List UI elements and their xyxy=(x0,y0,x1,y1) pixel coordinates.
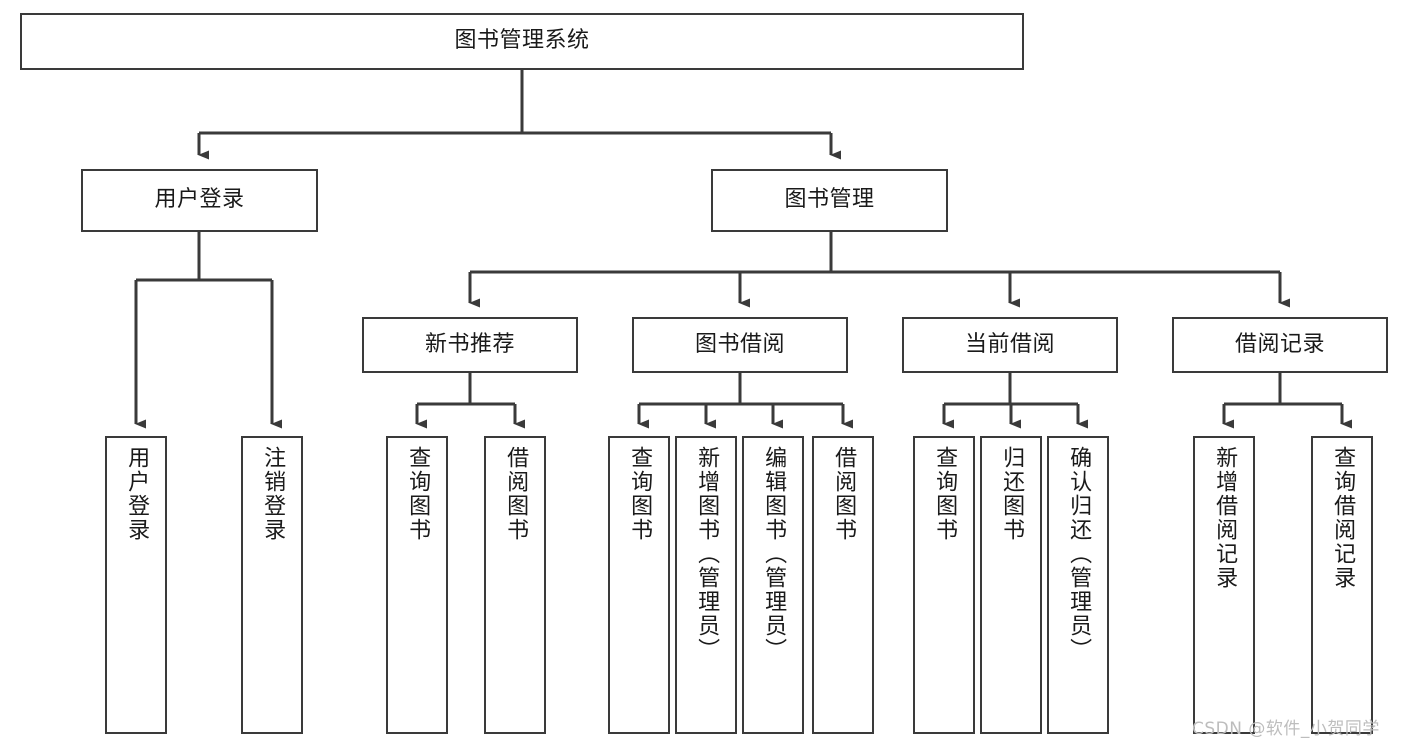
node-current-borrow[interactable]: 当前借阅 xyxy=(902,317,1118,373)
node-label: 查询图书 xyxy=(627,446,653,542)
node-leaf-query-book-1[interactable]: 查询图书 xyxy=(386,436,448,734)
node-label: 查询图书 xyxy=(932,446,958,542)
node-label: 新增借阅记录 xyxy=(1212,446,1238,590)
node-label: 新增图书（管理员） xyxy=(694,446,720,662)
node-leaf-add-book-admin[interactable]: 新增图书（管理员） xyxy=(675,436,737,734)
node-leaf-borrow-book-2[interactable]: 借阅图书 xyxy=(812,436,874,734)
node-leaf-query-book-3[interactable]: 查询图书 xyxy=(913,436,975,734)
node-leaf-return-book[interactable]: 归还图书 xyxy=(980,436,1042,734)
node-label: 编辑图书（管理员） xyxy=(761,446,787,662)
node-label: 新书推荐 xyxy=(424,331,515,357)
node-leaf-logout-login[interactable]: 注销登录 xyxy=(241,436,303,734)
node-borrow-record[interactable]: 借阅记录 xyxy=(1172,317,1388,373)
node-label: 确认归还（管理员） xyxy=(1066,446,1092,662)
node-label: 图书管理系统 xyxy=(454,28,590,54)
node-label: 查询借阅记录 xyxy=(1330,446,1356,590)
node-label: 注销登录 xyxy=(260,446,286,542)
node-leaf-user-login[interactable]: 用户登录 xyxy=(105,436,167,734)
node-leaf-add-borrow-record[interactable]: 新增借阅记录 xyxy=(1193,436,1255,734)
node-book-borrow[interactable]: 图书借阅 xyxy=(632,317,848,373)
node-label: 图书借阅 xyxy=(694,331,785,357)
node-leaf-borrow-book-1[interactable]: 借阅图书 xyxy=(484,436,546,734)
node-label: 借阅记录 xyxy=(1234,331,1325,357)
csdn-watermark: CSDN @软件_小贺同学 xyxy=(1192,719,1380,739)
node-user-login[interactable]: 用户登录 xyxy=(81,169,318,232)
node-label: 当前借阅 xyxy=(964,331,1055,357)
node-label: 查询图书 xyxy=(405,446,431,542)
node-label: 图书管理 xyxy=(784,187,875,213)
node-label: 借阅图书 xyxy=(503,446,529,542)
node-book-management[interactable]: 图书管理 xyxy=(711,169,948,232)
node-label: 用户登录 xyxy=(154,187,245,213)
node-leaf-edit-book-admin[interactable]: 编辑图书（管理员） xyxy=(742,436,804,734)
node-new-book-recommend[interactable]: 新书推荐 xyxy=(362,317,578,373)
node-leaf-confirm-return-admin[interactable]: 确认归还（管理员） xyxy=(1047,436,1109,734)
node-label: 用户登录 xyxy=(124,446,150,542)
node-label: 归还图书 xyxy=(999,446,1025,542)
node-leaf-query-borrow-record[interactable]: 查询借阅记录 xyxy=(1311,436,1373,734)
node-leaf-query-book-2[interactable]: 查询图书 xyxy=(608,436,670,734)
node-book-management-system[interactable]: 图书管理系统 xyxy=(20,13,1024,70)
node-label: 借阅图书 xyxy=(831,446,857,542)
